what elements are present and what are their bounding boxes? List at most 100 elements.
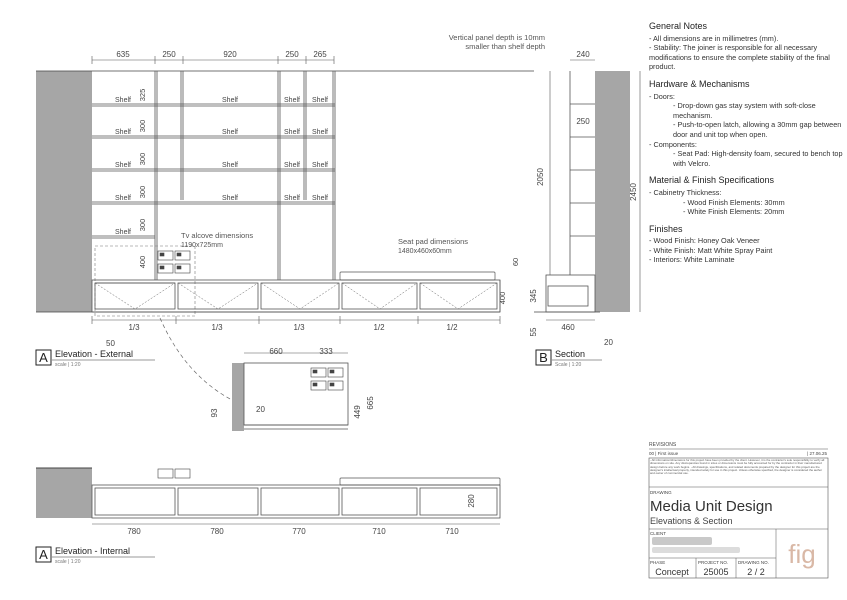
detail-h1: 449	[353, 405, 362, 419]
label-section: B Section Scale | 1:20	[535, 349, 602, 368]
shelf-label: Shelf	[115, 129, 131, 136]
label-elevation-external: A Elevation - External scale | 1:20	[35, 349, 155, 368]
fraction-3: 1/3	[293, 323, 305, 332]
title-block: REVISIONS 00 | First issue | 27.06.25 - …	[648, 442, 829, 579]
internal-wall-left	[36, 468, 92, 518]
shelf-label: Shelf	[222, 195, 238, 202]
material-title: Material & Finish Specifications	[649, 175, 775, 186]
internal-dim-5: 710	[445, 527, 459, 536]
shelf-label: Shelf	[115, 195, 131, 202]
general-notes-title: General Notes	[649, 21, 708, 31]
alcove-detail: 660 333 449 665 93 20	[210, 347, 375, 431]
elev-int-scale: scale | 1:20	[55, 559, 81, 565]
detail-w1: 660	[269, 347, 283, 356]
svg-text:A: A	[39, 350, 48, 365]
section-view: Vertical panel depth is 10mm smaller tha…	[449, 33, 641, 347]
detail-w2: 333	[319, 347, 333, 356]
section-note-line1: Vertical panel depth is 10mm	[449, 33, 545, 42]
socket-outlet-icon	[157, 250, 191, 274]
phase-value: Concept	[655, 567, 689, 577]
drawing-no-value: 2 / 2	[747, 567, 765, 577]
top-dim-2: 250	[162, 50, 176, 59]
row-dim-5: 300	[138, 219, 147, 232]
detail-gap: 20	[256, 405, 265, 414]
note-item: - White Finish: Matt White Spray Paint	[649, 245, 773, 255]
section-plinth-dim: 55	[529, 327, 538, 336]
fraction-2: 1/3	[211, 323, 223, 332]
dim-50: 50	[106, 339, 115, 348]
shelf-label: Shelf	[284, 129, 300, 136]
tv-alcove	[94, 245, 196, 317]
seat-pad-dim: 60	[511, 258, 520, 266]
detail-wall	[232, 363, 244, 431]
shelf-label: Shelf	[115, 229, 131, 236]
top-dim-5: 265	[313, 50, 327, 59]
shelf-label: Shelf	[284, 162, 300, 169]
client-email-redacted	[652, 547, 740, 553]
shelf-label: Shelf	[284, 97, 300, 104]
elev-int-title: Elevation - Internal	[55, 546, 130, 556]
note-item: - Seat Pad: High-density foam, secured t…	[673, 149, 843, 168]
shelf-label: Shelf	[222, 97, 238, 104]
detail-left: 93	[210, 408, 219, 417]
fraction-1: 1/3	[128, 323, 140, 332]
section-note-line2: smaller than shelf depth	[465, 42, 545, 51]
socket-outlet-icon	[157, 468, 191, 479]
note-item: - Drop-down gas stay system with soft-cl…	[673, 101, 816, 120]
note-item: - Components:	[649, 139, 697, 149]
fraction-5: 1/2	[446, 323, 458, 332]
elevation-external: 635 250 920 250 265 Shelf Shelf Shelf Sh…	[36, 50, 534, 401]
fraction-4: 1/2	[373, 323, 385, 332]
shelf-label: Shelf	[312, 97, 328, 104]
note-item: - Doors:	[649, 91, 675, 101]
note-item: - Wood Finish: Honey Oak Veneer	[649, 236, 760, 246]
disclaimer: - All information/dimensions for this pr…	[650, 459, 825, 476]
section-wall	[595, 71, 630, 312]
drawing-subtitle: Elevations & Section	[650, 516, 733, 526]
svg-text:A: A	[39, 547, 48, 562]
phase-label: PHASE	[650, 560, 665, 565]
label-elevation-internal: A Elevation - Internal scale | 1:20	[35, 546, 155, 565]
drawing-no-label: DRAWING NO.	[738, 560, 769, 565]
note-item: - White Finish Elements: 20mm	[683, 207, 785, 217]
top-dim-3: 920	[223, 50, 237, 59]
section-scale: Scale | 1:20	[555, 362, 582, 368]
section-depth-dim: 460	[561, 323, 575, 332]
note-item: - Stability: The joiner is responsible f…	[649, 43, 830, 72]
socket-outlet-icon	[310, 367, 344, 391]
note-item: - Cabinetry Thickness:	[649, 187, 722, 197]
elev-ext-title: Elevation - External	[55, 349, 133, 359]
revisions-label: REVISIONS	[649, 442, 677, 448]
fig-logo: fig	[788, 539, 815, 569]
shelf-label: Shelf	[115, 162, 131, 169]
section-base-dim: 345	[529, 289, 538, 303]
top-dim-4: 250	[285, 50, 299, 59]
svg-text:B: B	[539, 350, 548, 365]
row-dim-2: 300	[138, 120, 147, 133]
finishes-title: Finishes	[649, 223, 683, 234]
section-height-inner: 2050	[536, 168, 545, 186]
internal-dim-3: 770	[292, 527, 306, 536]
project-label: PROJECT NO.	[698, 560, 728, 565]
base-height-dim: 400	[498, 292, 507, 305]
revision-date: | 27.06.25	[807, 451, 827, 456]
drawing-label: DRAWING	[650, 490, 672, 495]
project-value: 25005	[703, 567, 728, 577]
client-label: CLIENT	[650, 531, 666, 536]
note-item: - All dimensions are in millimetres (mm)…	[649, 33, 779, 43]
internal-height: 280	[467, 494, 476, 508]
note-item: - Interiors: White Laminate	[649, 255, 735, 265]
detail-h2: 665	[366, 396, 375, 410]
shelf-label: Shelf	[312, 162, 328, 169]
elev-ext-scale: scale | 1:20	[55, 362, 81, 368]
row-dim-1: 325	[138, 89, 147, 102]
left-wall	[36, 71, 92, 312]
section-kick-dim: 20	[604, 338, 613, 347]
top-dim-1: 635	[116, 50, 130, 59]
shelf-label: Shelf	[312, 129, 328, 136]
seat-note-line1: Seat pad dimensions	[398, 237, 468, 246]
shelf-label: Shelf	[312, 195, 328, 202]
section-height-total: 2450	[629, 183, 638, 201]
internal-dim-2: 780	[210, 527, 224, 536]
